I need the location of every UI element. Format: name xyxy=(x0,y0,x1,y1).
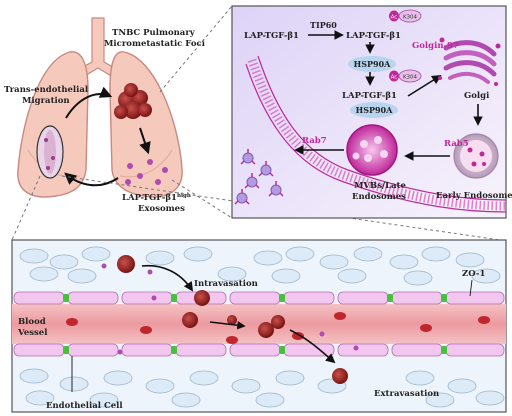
vessel-panel: Intravasation ZO-1 Blood Vessel Endothel… xyxy=(11,239,507,413)
early-endosomes-label: Early Endosomes xyxy=(436,191,512,201)
lap-tgf-1: LAP-TGF-β1 xyxy=(244,31,299,41)
tip60-label: TIP60 xyxy=(310,20,337,30)
rab7-label: Rab7 xyxy=(302,136,327,146)
k304-label-2: K304 xyxy=(403,75,418,81)
arrow-in-vessel-2 xyxy=(289,329,336,364)
blood-vessel-label-2: Vessel xyxy=(17,328,48,338)
arrow-foci-to-exosomes xyxy=(139,127,151,155)
pathway-panel: LAP-TGF-β1 TIP60 LAP-TGF-β1 Ac K304 HSP9… xyxy=(231,5,512,219)
ac-label-2: Ac xyxy=(391,75,398,81)
arrow-in-vessel-1 xyxy=(209,321,246,330)
exosomes-label-main: LAP-TGF-β1 xyxy=(122,193,177,203)
intravasation-label: Intravasation xyxy=(194,279,258,289)
tissue-cells xyxy=(19,246,505,408)
rab5-label: Rab5 xyxy=(444,139,469,149)
lap-tgf-2: LAP-TGF-β1 xyxy=(346,31,401,41)
hsp90a-oval-1 xyxy=(348,56,396,72)
hsp90a-oval-2 xyxy=(350,102,398,118)
released-exosomes xyxy=(234,149,284,205)
lung-exosomes xyxy=(125,159,168,185)
vessel-exosomes xyxy=(101,263,359,355)
golgi-apparatus xyxy=(438,37,501,86)
tumor-cells xyxy=(117,255,348,384)
lung-panel: TNBC Pulmonary Micrometastatic Foci Tran… xyxy=(4,17,206,214)
arrow-migration xyxy=(65,86,113,119)
lung-right xyxy=(109,51,183,198)
zo1-label: ZO-1 xyxy=(462,269,485,279)
ac-label-1: Ac xyxy=(391,15,398,21)
golgin-label: Golgin-97 xyxy=(412,41,459,51)
mvb-label-2: Endosomes xyxy=(352,192,406,202)
foci-title-2: Micrometastatic Foci xyxy=(104,39,206,49)
endothelial-layer-bottom xyxy=(13,343,505,357)
exosomes-label-2: Exosomes xyxy=(138,204,185,214)
blood-vessel-lumen xyxy=(12,304,506,344)
migration-label-2: Migration xyxy=(22,96,70,106)
cell-membrane xyxy=(245,55,507,213)
mvb-label-1: MVBs/Late xyxy=(354,181,406,191)
red-blood-cells xyxy=(66,312,490,344)
foci-title-1: TNBC Pulmonary xyxy=(112,28,196,38)
arrow-intravasation xyxy=(141,264,194,292)
tumor-foci xyxy=(114,83,152,119)
extravasation-label: Extravasation xyxy=(374,389,439,399)
migration-label-1: Trans-endothelial xyxy=(4,85,89,95)
mvb-late-endosome xyxy=(346,124,398,176)
golgi-label: Golgi xyxy=(464,91,490,101)
exosomes-label-1: LAP-TGF-β1high xyxy=(122,193,191,203)
hsp90a-label-1: HSP90A xyxy=(354,59,391,69)
early-endosome xyxy=(453,133,499,179)
exosomes-label-sup: high xyxy=(177,193,191,199)
zoom-connectors xyxy=(11,5,501,241)
k304-label-1: K304 xyxy=(403,15,418,21)
hsp90a-label-2: HSP90A xyxy=(356,105,393,115)
arrow-to-golgi xyxy=(407,74,442,97)
lap-tgf-3: LAP-TGF-β1 xyxy=(342,91,397,101)
acetyl-tag-1: Ac K304 xyxy=(389,9,422,23)
acetyl-tag-2: Ac K304 xyxy=(389,69,422,83)
endothelial-cell-label: Endothelial Cell xyxy=(46,401,123,411)
zo1-junctions xyxy=(63,294,447,354)
endothelial-layer-top xyxy=(13,291,505,305)
blood-vessel-label-1: Blood xyxy=(18,317,46,327)
